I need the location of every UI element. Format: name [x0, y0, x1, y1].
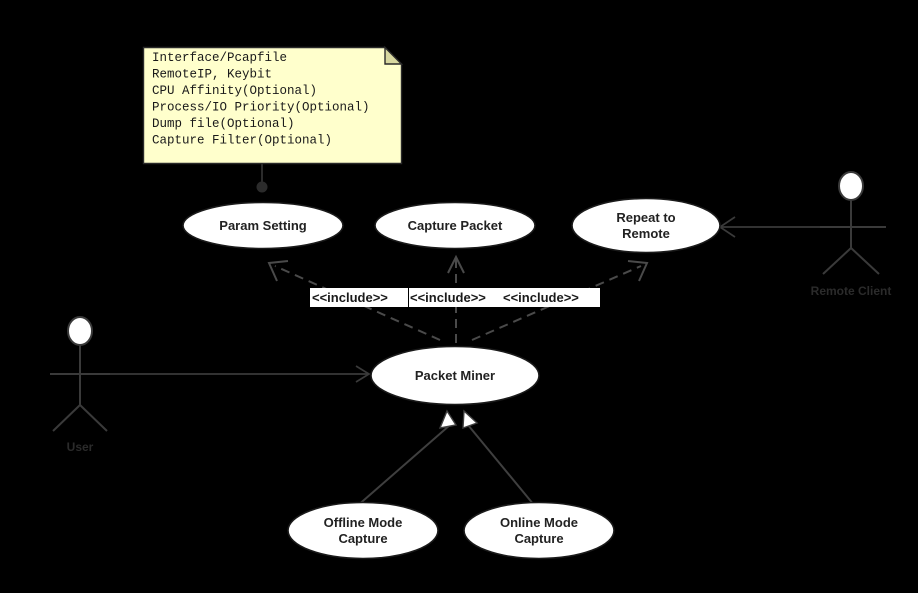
note-line-1: Interface/Pcapfile — [152, 51, 287, 65]
use-case-label-offline-line2: Capture — [338, 531, 387, 546]
note-line-5: Dump file(Optional) — [152, 117, 295, 131]
use-case-ellipse-online-mode-capture[interactable] — [463, 501, 615, 560]
note-anchor — [256, 164, 268, 193]
use-case-label-offline-line1: Offline Mode — [324, 515, 403, 530]
use-case-ellipse-capture-packet[interactable] — [374, 201, 536, 250]
actor-user-leg-right — [79, 404, 108, 432]
include-label-param-setting: <<include>> — [312, 290, 388, 305]
include-label-group: <<include>> <<include>> <<include>> — [310, 288, 600, 307]
use-case-repeat-to-remote[interactable]: Repeat to Remote — [571, 197, 721, 254]
note-anchor-dot — [256, 181, 268, 193]
include-label-bg-1 — [310, 288, 408, 307]
use-case-capture-packet[interactable]: Capture Packet — [374, 201, 536, 250]
note-box-body — [142, 46, 403, 165]
include-arrowhead-repeat-remote — [627, 260, 649, 282]
include-label-repeat-remote: <<include>> — [503, 290, 579, 305]
include-arrowhead-capture-packet — [447, 254, 465, 274]
include-label-bg-2 — [409, 288, 507, 307]
actor-remote-client-leg-right — [850, 247, 880, 275]
note-box: Interface/Pcapfile RemoteIP, Keybit CPU … — [142, 45, 404, 165]
generalization-line-online — [467, 424, 535, 506]
include-packet-miner-to-capture-packet — [447, 254, 465, 343]
association-arrowhead-user — [355, 365, 371, 383]
actor-user-head-icon — [67, 316, 93, 346]
actor-remote-client-label: Remote Client — [811, 284, 892, 298]
generalization-arrowhead-offline — [438, 409, 458, 429]
actor-remote-client-head-icon — [838, 171, 864, 201]
generalization-offline-to-packet-miner — [355, 409, 458, 508]
actor-user-label: User — [67, 440, 94, 454]
use-case-label-online-line1: Online Mode — [500, 515, 578, 530]
use-case-ellipse-repeat-to-remote[interactable] — [571, 197, 721, 254]
note-line-3: CPU Affinity(Optional) — [152, 84, 317, 98]
actor-remote-client-leg-left — [822, 247, 852, 275]
generalization-online-to-packet-miner — [462, 409, 535, 506]
actor-user[interactable]: User — [50, 316, 110, 454]
use-case-offline-mode-capture[interactable]: Offline Mode Capture — [287, 501, 439, 560]
use-case-ellipse-offline-mode-capture[interactable] — [287, 501, 439, 560]
use-case-label-online-line2: Capture — [514, 531, 563, 546]
actor-remote-client[interactable]: Remote Client — [811, 171, 892, 298]
use-case-label-packet-miner: Packet Miner — [415, 368, 495, 383]
note-line-6: Capture Filter(Optional) — [152, 134, 332, 148]
use-case-label-repeat-to-remote-line2: Remote — [622, 226, 670, 241]
include-arrowhead-param-setting — [267, 260, 289, 282]
use-case-label-repeat-to-remote-line1: Repeat to — [616, 210, 675, 225]
use-case-param-setting[interactable]: Param Setting — [182, 201, 344, 250]
use-case-packet-miner[interactable]: Packet Miner — [370, 345, 540, 406]
use-case-label-capture-packet: Capture Packet — [408, 218, 503, 233]
note-box-fold-corner — [384, 45, 404, 65]
note-line-2: RemoteIP, Keybit — [152, 68, 272, 82]
association-user-to-packet-miner — [110, 365, 371, 383]
use-case-online-mode-capture[interactable]: Online Mode Capture — [463, 501, 615, 560]
include-label-capture-packet: <<include>> — [410, 290, 486, 305]
include-label-bg-3 — [502, 288, 600, 307]
use-case-ellipse-packet-miner[interactable] — [370, 345, 540, 406]
note-line-4: Process/IO Priority(Optional) — [152, 101, 370, 115]
generalization-line-offline — [355, 424, 451, 508]
actor-user-leg-left — [52, 404, 81, 432]
use-case-ellipse-param-setting[interactable] — [182, 201, 344, 250]
use-case-label-param-setting: Param Setting — [219, 218, 306, 233]
generalization-arrowhead-online — [462, 409, 479, 430]
